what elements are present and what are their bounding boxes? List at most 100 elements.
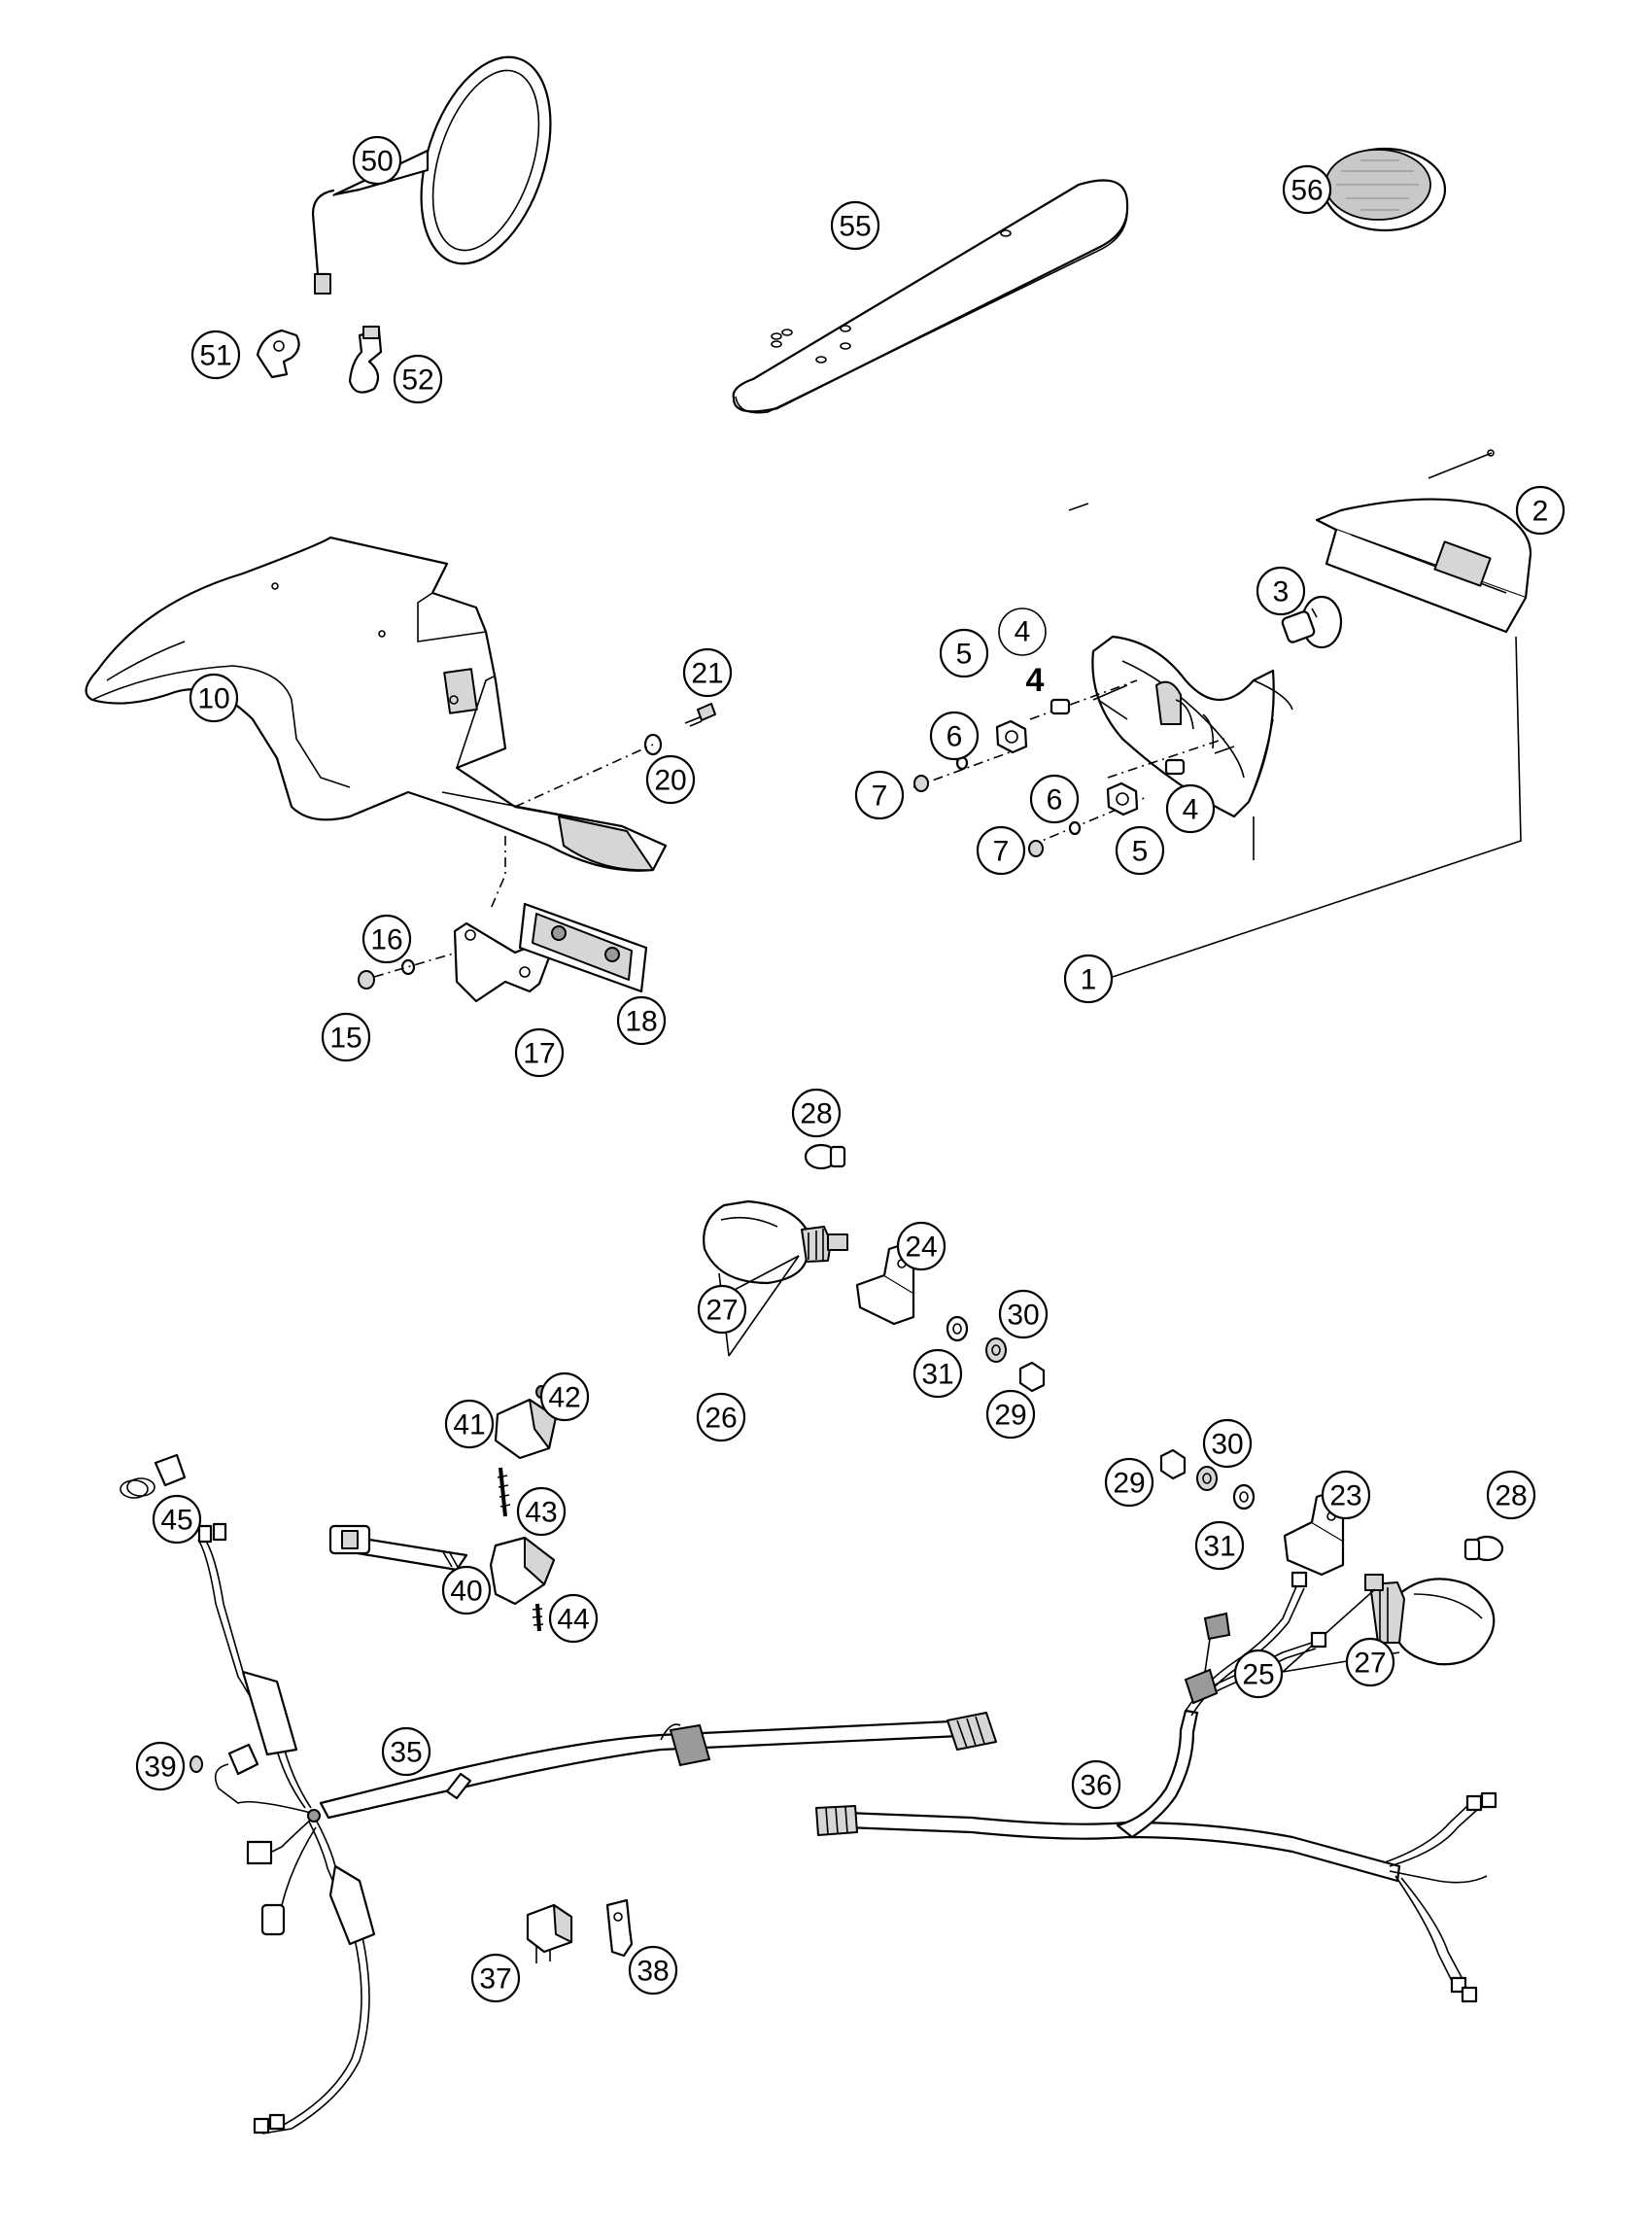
callout-circle: [1194, 1520, 1245, 1571]
callout-circle: [1282, 164, 1332, 215]
callout-28: 28: [791, 1088, 842, 1138]
nut-7-bottom: [1028, 840, 1044, 857]
callout-30: 30: [998, 1289, 1049, 1339]
callout-number: 30: [1007, 1300, 1039, 1332]
callout-16: 16: [361, 914, 412, 964]
callout-number: 37: [479, 1963, 511, 1996]
callout-number: 10: [197, 683, 229, 715]
callout-circle: [682, 647, 733, 698]
callout-circle: [321, 1012, 371, 1062]
lock-washer-30-lower: [1196, 1466, 1218, 1491]
callout-circle: [939, 628, 989, 678]
callout-circle: [645, 754, 696, 805]
callout-30: 30: [1202, 1418, 1253, 1469]
cover-41: [494, 1398, 558, 1460]
callout-number: 18: [625, 1006, 657, 1038]
callout-circle: [189, 673, 239, 723]
callout-36: 36: [1071, 1759, 1121, 1810]
callout-number: 7: [872, 781, 888, 813]
fender-screw: [684, 703, 716, 727]
callout-number: 56: [1291, 175, 1323, 207]
callout-50: 50: [352, 135, 402, 186]
callout-40: 40: [441, 1565, 492, 1615]
lock-washer-30-upper: [985, 1337, 1007, 1363]
callout-number: 24: [905, 1232, 937, 1264]
turn-signal-left: [703, 1199, 848, 1285]
callout-number: 26: [705, 1403, 737, 1435]
callout-circle: [470, 1953, 521, 2003]
turn-signal-bulb-lower: [1463, 1535, 1504, 1562]
callout-26: 26: [696, 1392, 746, 1442]
nut-5-top: [995, 719, 1028, 754]
callout-number: 41: [453, 1409, 485, 1441]
rear-fender: [85, 536, 668, 872]
callout-number: 29: [994, 1400, 1026, 1432]
callout-number: 5: [1132, 836, 1149, 868]
callout-circle: [135, 1741, 186, 1791]
callout-circle: [616, 995, 667, 1046]
callout-44: 44: [548, 1593, 599, 1644]
callout-29: 29: [1104, 1457, 1154, 1508]
callout-55: 55: [830, 200, 880, 251]
callout-7: 7: [976, 825, 1026, 876]
spacer-4-top: [1050, 698, 1071, 715]
callout-number: 43: [525, 1497, 557, 1529]
callout-number: 3: [1273, 576, 1290, 608]
callout-29: 29: [985, 1389, 1036, 1440]
screw-43: [497, 1467, 511, 1517]
fuse-39: [189, 1755, 203, 1773]
callout-circle: [696, 1392, 746, 1442]
taillight-lens: [1315, 449, 1532, 634]
callout-circle: [381, 1726, 431, 1777]
callout-circle: [1115, 825, 1165, 876]
label-4-bold: 4: [1026, 662, 1045, 699]
callout-number: 25: [1242, 1659, 1274, 1691]
callout-circle: [929, 711, 980, 761]
callout-15: 15: [321, 1012, 371, 1062]
taillight-assembly-leader: [1112, 636, 1522, 978]
callout-number: 50: [361, 146, 393, 178]
taillight-housing: [1091, 635, 1293, 818]
reflector: [1323, 147, 1447, 232]
callout-45: 45: [152, 1494, 202, 1545]
callout-circle: [985, 1389, 1036, 1440]
callout-27: 27: [1345, 1637, 1395, 1687]
turn-signal-bulb-upper: [804, 1143, 846, 1170]
callout-number: 15: [329, 1023, 361, 1055]
callout-number: 36: [1080, 1770, 1112, 1802]
callout-number: 29: [1113, 1468, 1145, 1500]
callout-number: 6: [946, 721, 963, 753]
spacer-4-bottom: [1164, 758, 1186, 776]
callout-28: 28: [1486, 1470, 1536, 1520]
callout-number: 6: [1047, 784, 1063, 816]
callout-circle: [514, 1027, 565, 1078]
callout-number: 40: [450, 1576, 482, 1608]
callout-number: 28: [1495, 1480, 1527, 1512]
plate-light-washer: [400, 958, 416, 976]
callout-number: 4: [1183, 794, 1199, 826]
callout-circle: [1063, 954, 1114, 1004]
callout-number: 30: [1211, 1429, 1243, 1461]
nut-29-lower: [1159, 1448, 1187, 1480]
callout-27: 27: [697, 1284, 747, 1335]
callout-number: 20: [654, 765, 686, 797]
callout-1: 1: [1063, 954, 1114, 1004]
callout-circle: [1202, 1418, 1253, 1469]
callout-3: 3: [1256, 566, 1306, 616]
callout-24: 24: [896, 1221, 946, 1271]
screw-44: [532, 1603, 544, 1632]
label-4-top: 4: [1015, 616, 1031, 648]
callout-number: 52: [401, 365, 433, 397]
callout-number: 35: [390, 1737, 422, 1769]
callout-number: 28: [800, 1098, 832, 1130]
callout-circle: [1165, 783, 1216, 834]
callout-35: 35: [381, 1726, 431, 1777]
relay-37: [526, 1903, 573, 1963]
callout-circle: [190, 330, 241, 380]
callout-circle: [1104, 1457, 1154, 1508]
callout-17: 17: [514, 1027, 565, 1078]
callout-number: 31: [1203, 1531, 1235, 1563]
callout-number: 44: [557, 1604, 589, 1636]
